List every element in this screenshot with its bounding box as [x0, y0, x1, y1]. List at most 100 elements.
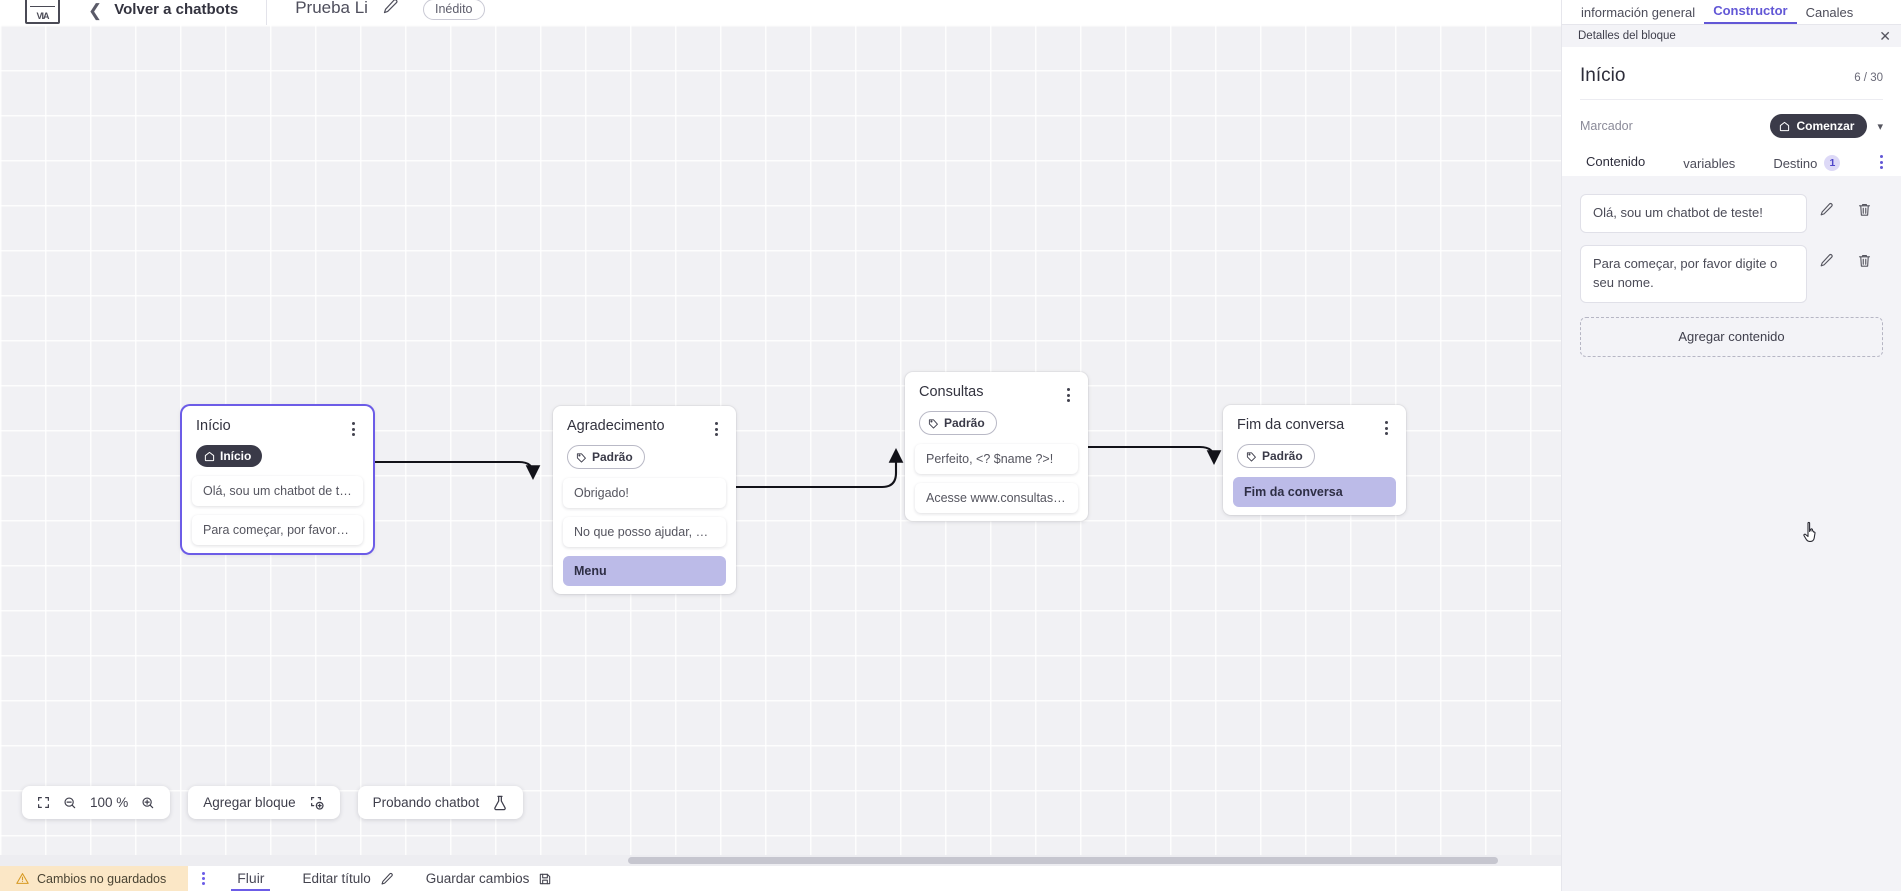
top-bar: VIA ❮ Volver a chatbots Prueba Li Inédit…	[0, 0, 1561, 25]
subtab-variables[interactable]: variables	[1677, 156, 1741, 178]
node-title: Início	[196, 418, 231, 434]
status-menu-icon[interactable]	[202, 872, 206, 885]
marker-value-label: Comenzar	[1796, 119, 1855, 133]
edit-title-button[interactable]: Editar título	[302, 871, 393, 886]
node-message[interactable]: Olá, sou um chatbot de teste!	[192, 476, 363, 506]
zoom-controls: 100 %	[22, 786, 171, 819]
tag-icon	[928, 418, 938, 429]
tab-fluir[interactable]: Fluir	[231, 866, 271, 891]
flow-node-agradecimento[interactable]: Agradecimento Padrão Obrigado! No que po…	[553, 406, 736, 594]
subtabs-menu-icon[interactable]	[1880, 155, 1883, 178]
back-to-chatbots-link[interactable]: Volver a chatbots	[114, 1, 239, 18]
content-list: Olá, sou um chatbot de teste! Para começ…	[1562, 176, 1901, 891]
content-row: Olá, sou um chatbot de teste!	[1580, 194, 1883, 233]
add-block-button[interactable]: Agregar bloque	[188, 786, 340, 819]
flow-node-fim-da-conversa[interactable]: Fim da conversa Padrão Fim da conversa	[1223, 405, 1406, 515]
test-chatbot-button[interactable]: Probando chatbot	[357, 786, 524, 819]
node-message[interactable]: Obrigado!	[563, 478, 726, 508]
node-message[interactable]: Perfeito, <? $name ?>!	[915, 444, 1078, 474]
panel-subtabs: Contenido variables Destino 1	[1580, 154, 1883, 179]
flow-node-inicio[interactable]: Início Início Olá, sou um chatbot de tes…	[182, 406, 373, 553]
warning-icon	[16, 873, 29, 884]
destino-badge: 1	[1824, 155, 1841, 171]
canvas-horizontal-scrollbar[interactable]	[0, 855, 1561, 866]
edit-content-icon[interactable]	[1807, 194, 1845, 217]
tab-informacion-general[interactable]: información general	[1581, 5, 1696, 20]
node-title: Consultas	[919, 384, 984, 400]
node-message[interactable]: Para começar, por favor digite o ...	[192, 515, 363, 545]
tab-canales[interactable]: Canales	[1805, 5, 1854, 20]
add-content-button[interactable]: Agregar contenido	[1580, 316, 1883, 357]
panel-tabs: información general Constructor Canales	[1562, 0, 1901, 25]
node-message[interactable]: Acesse www.consultas.com par...	[915, 483, 1078, 513]
content-text[interactable]: Para começar, por favor digite o seu nom…	[1580, 244, 1807, 303]
node-tag-label: Padrão	[944, 416, 985, 430]
block-title: Início	[1580, 65, 1626, 86]
home-icon	[204, 451, 215, 461]
publish-status-badge: Inédito	[422, 0, 485, 20]
node-header: Início	[182, 406, 373, 436]
node-message-accent[interactable]: Menu	[563, 556, 726, 586]
subtab-contenido[interactable]: Contenido	[1580, 154, 1652, 178]
zoom-level-label: 100 %	[90, 795, 129, 810]
flow-connections	[373, 445, 1222, 489]
test-chatbot-label: Probando chatbot	[372, 795, 480, 810]
save-changes-button[interactable]: Guardar cambios	[426, 871, 553, 886]
subtab-variables-label: variables	[1683, 156, 1736, 171]
node-tag-label: Padrão	[592, 450, 633, 464]
zoom-in-icon[interactable]	[141, 796, 155, 810]
subtab-destino[interactable]: Destino 1	[1767, 155, 1846, 178]
edit-content-icon[interactable]	[1807, 245, 1845, 268]
panel-body: Início 6 / 30 Marcador Comenzar ▾ Conten…	[1562, 47, 1901, 179]
node-menu-icon[interactable]	[1060, 384, 1076, 402]
home-icon	[1780, 121, 1790, 131]
node-menu-icon[interactable]	[708, 418, 724, 436]
node-tag-label: Início	[220, 449, 252, 463]
node-tag: Padrão	[919, 411, 997, 435]
zoom-out-icon[interactable]	[63, 796, 77, 810]
panel-header: Detalles del bloque ✕	[1562, 25, 1901, 47]
flask-icon	[492, 795, 508, 811]
unsaved-changes-label: Cambios no guardados	[37, 871, 167, 886]
app-logo-icon: VIA	[25, 0, 60, 24]
chatbot-title: Prueba Li	[295, 0, 368, 17]
marker-label: Marcador	[1580, 119, 1633, 133]
back-chevron-icon[interactable]: ❮	[88, 1, 103, 20]
node-tag: Padrão	[1237, 444, 1315, 468]
marker-value-badge[interactable]: Comenzar	[1770, 114, 1868, 138]
block-count: 6 / 30	[1854, 72, 1883, 84]
delete-content-icon[interactable]	[1845, 245, 1883, 268]
node-menu-icon[interactable]	[1378, 417, 1394, 435]
save-changes-label: Guardar cambios	[425, 871, 530, 886]
delete-content-icon[interactable]	[1845, 194, 1883, 217]
tab-constructor[interactable]: Constructor	[1704, 3, 1797, 24]
subtab-destino-label: Destino	[1773, 155, 1818, 171]
panel-header-title: Detalles del bloque	[1578, 30, 1676, 42]
logo-text: VIA	[36, 10, 49, 21]
header-divider	[266, 0, 268, 25]
node-header: Agradecimento	[553, 406, 736, 436]
edit-title-label: Editar título	[302, 871, 371, 886]
flow-node-consultas[interactable]: Consultas Padrão Perfeito, <? $name ?>! …	[905, 372, 1088, 521]
node-menu-icon[interactable]	[345, 418, 361, 436]
scrollbar-thumb[interactable]	[628, 857, 1498, 864]
close-icon[interactable]: ✕	[1879, 28, 1891, 44]
node-title: Agradecimento	[567, 418, 665, 434]
edit-pencil-icon[interactable]	[382, 0, 399, 20]
pencil-icon	[381, 872, 393, 884]
content-text[interactable]: Olá, sou um chatbot de teste!	[1580, 194, 1807, 233]
bottom-status-bar: Cambios no guardados Fluir Editar título…	[0, 866, 1561, 891]
node-tag: Início	[196, 445, 263, 467]
canvas-toolbar: 100 % Agregar bloque Probando chatbot	[22, 786, 524, 819]
chevron-down-icon[interactable]: ▾	[1877, 120, 1883, 133]
node-message-accent[interactable]: Fim da conversa	[1233, 477, 1396, 507]
save-icon	[540, 873, 551, 884]
node-tag-label: Padrão	[1262, 449, 1303, 463]
fit-screen-icon[interactable]	[37, 796, 50, 809]
tab-fluir-label: Fluir	[237, 869, 265, 886]
node-message[interactable]: No que posso ajudar, <? $name ...	[563, 517, 726, 547]
mouse-cursor	[1802, 521, 1822, 550]
node-header: Consultas	[905, 372, 1088, 402]
node-title: Fim da conversa	[1237, 417, 1345, 433]
flow-canvas[interactable]: Início Início Olá, sou um chatbot de tes…	[0, 25, 1561, 866]
